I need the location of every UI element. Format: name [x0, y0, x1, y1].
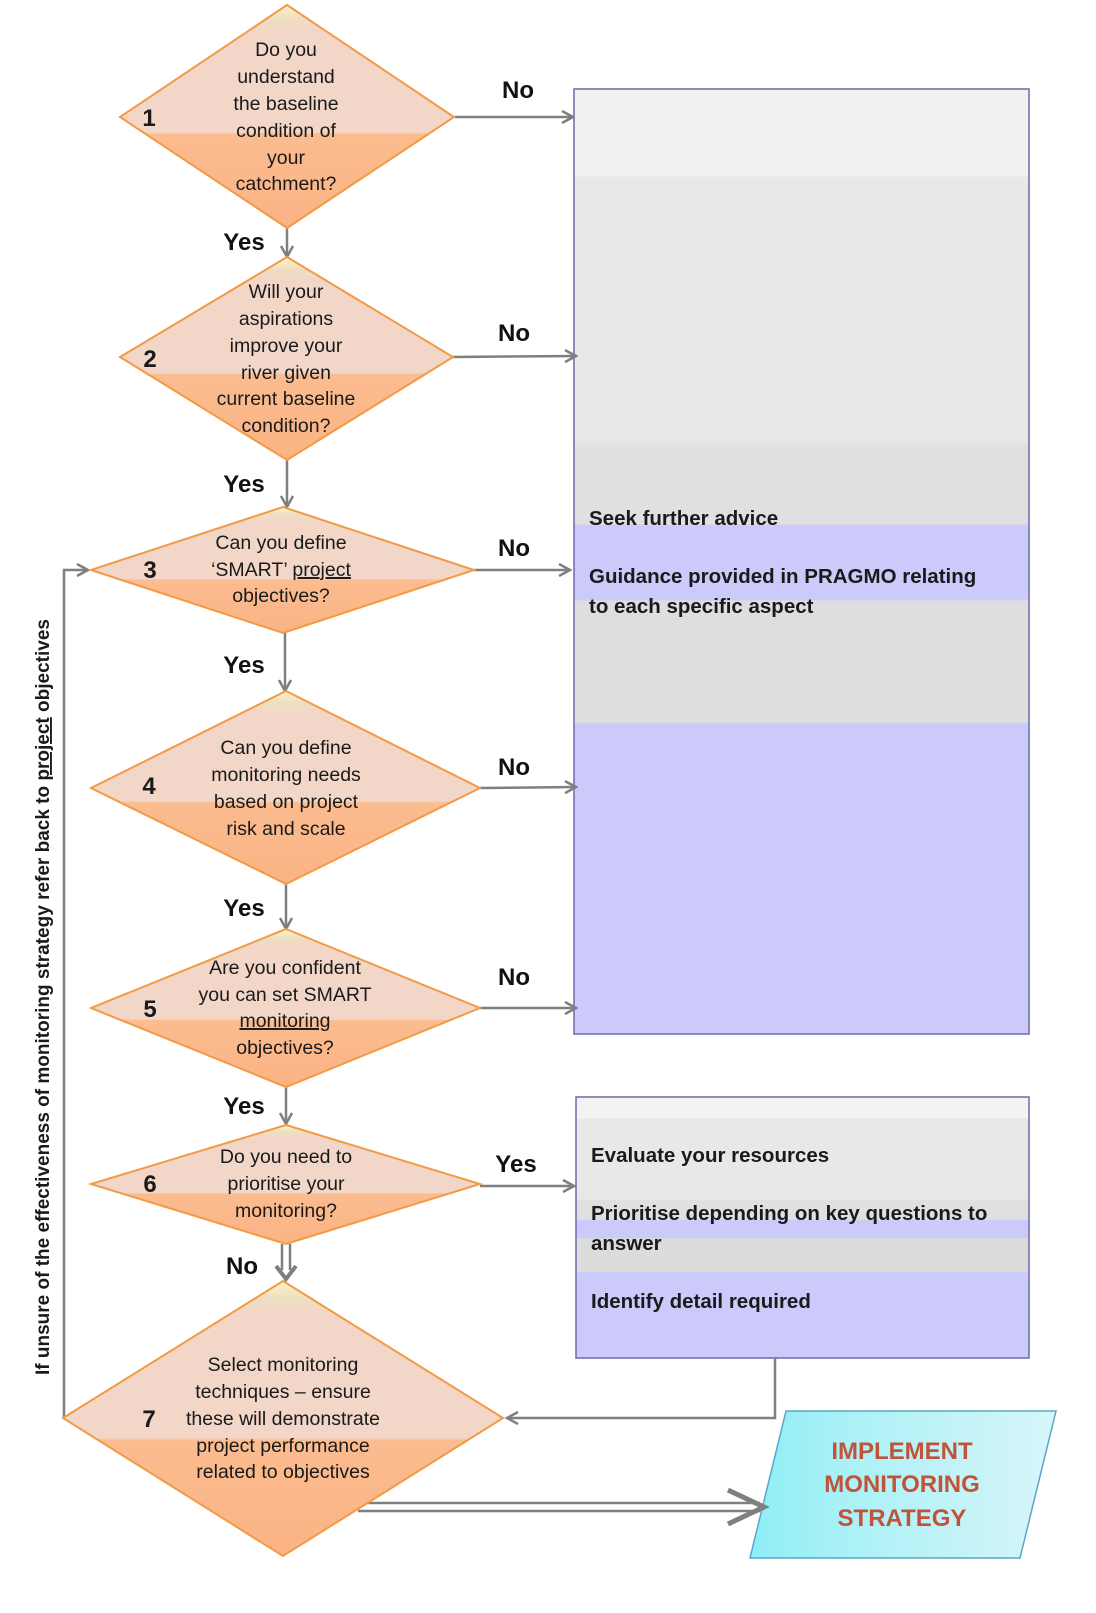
question-4-line-4: risk and scale — [226, 818, 345, 840]
smart-quote-text: ‘SMART’ — [211, 559, 292, 581]
question-5-number: 5 — [143, 996, 156, 1023]
question-2-line-2: aspirations — [239, 308, 334, 330]
question-3-line-2: ‘SMART’ project — [211, 559, 351, 581]
project-underlined-text: project — [292, 559, 351, 581]
side-note: If unsure of the effectiveness of monito… — [33, 619, 54, 1375]
connector-4-advice — [479, 787, 576, 788]
question-1-line-5: your — [267, 147, 305, 169]
advice-guidance-text-1: Guidance provided in PRAGMO relating — [589, 565, 976, 588]
question-7-line-1: Select monitoring — [208, 1354, 359, 1376]
yes-label-2: Yes — [223, 471, 264, 498]
question-2-line-1: Will your — [249, 281, 324, 303]
question-2-line-6: condition? — [242, 415, 331, 437]
question-3-line-3: objectives? — [232, 585, 330, 607]
question-7-line-2: techniques – ensure — [195, 1381, 371, 1403]
question-2-line-4: river given — [241, 362, 331, 384]
prioritise-text-1: Prioritise depending on key questions to — [591, 1202, 987, 1225]
implement-text-3: STRATEGY — [838, 1505, 967, 1532]
question-5-line-4: objectives? — [236, 1037, 334, 1059]
no-label-2: No — [498, 320, 530, 347]
advice-seek-text: Seek further advice — [589, 507, 778, 530]
yes-label-1: Yes — [223, 229, 264, 256]
question-7-line-4: project performance — [196, 1435, 369, 1457]
no-label-6-down: No — [226, 1253, 258, 1280]
yes-label-6-right: Yes — [495, 1151, 536, 1178]
side-note-underlined: project — [33, 717, 54, 781]
question-7-line-5: related to objectives — [196, 1461, 370, 1483]
question-3-line-1: Can you define — [215, 532, 346, 554]
connector-2-advice — [452, 356, 576, 357]
advice-guidance-text-2: to each specific aspect — [589, 595, 814, 618]
question-7-number: 7 — [142, 1406, 155, 1433]
no-label-3: No — [498, 535, 530, 562]
question-1-diamond — [118, 3, 456, 230]
connector-loop-7-3 — [62, 570, 88, 1418]
question-5-diamond — [88, 927, 483, 1089]
implement-text-1: IMPLEMENT — [831, 1438, 973, 1465]
question-5-line-3: monitoring — [239, 1010, 330, 1032]
implement-text-2: MONITORING — [824, 1471, 980, 1498]
identify-detail-text: Identify detail required — [591, 1290, 811, 1313]
no-label-5: No — [498, 964, 530, 991]
question-2-line-5: current baseline — [217, 388, 356, 410]
no-label-1: No — [502, 77, 534, 104]
advice-box — [573, 88, 1030, 1035]
question-3-number: 3 — [143, 557, 156, 584]
question-6-line-3: monitoring? — [235, 1200, 337, 1222]
question-5-line-1: Are you confident — [209, 957, 361, 979]
question-1-number: 1 — [142, 105, 155, 132]
question-2-line-3: improve your — [230, 335, 343, 357]
question-6-line-1: Do you need to — [220, 1146, 352, 1168]
question-4-line-2: monitoring needs — [211, 764, 361, 786]
question-4-number: 4 — [142, 773, 156, 800]
question-6-diamond — [87, 1123, 484, 1246]
question-6-line-2: prioritise your — [227, 1173, 345, 1195]
question-2-diamond — [118, 255, 455, 462]
question-4-line-1: Can you define — [220, 737, 351, 759]
question-1-line-1: Do you — [255, 39, 317, 61]
prioritise-text-2: answer — [591, 1232, 662, 1255]
connector-7-implement-head — [726, 1487, 770, 1527]
yes-label-5: Yes — [223, 1093, 264, 1120]
connector-prioritise-7 — [507, 1358, 777, 1418]
question-1-line-6: catchment? — [236, 173, 337, 195]
question-2-number: 2 — [143, 346, 156, 373]
yes-label-3: Yes — [223, 652, 264, 679]
question-1-line-3: the baseline — [233, 93, 338, 115]
no-label-4: No — [498, 754, 530, 781]
question-1-line-4: condition of — [236, 120, 336, 142]
question-7-line-3: these will demonstrate — [186, 1408, 380, 1430]
connector-6-7-head — [274, 1264, 298, 1283]
yes-label-4: Yes — [223, 895, 264, 922]
side-note-pre: If unsure of the effectiveness of monito… — [33, 781, 54, 1375]
question-3-diamond — [87, 505, 478, 635]
question-4-diamond — [88, 689, 483, 886]
evaluate-resources-text: Evaluate your resources — [591, 1144, 829, 1167]
question-7-diamond — [61, 1279, 505, 1558]
side-note-post: objectives — [33, 619, 54, 717]
question-1-line-2: understand — [237, 66, 335, 88]
question-6-number: 6 — [143, 1171, 156, 1198]
question-4-line-3: based on project — [214, 791, 359, 813]
question-5-line-2: you can set SMART — [198, 984, 371, 1006]
prioritise-box — [575, 1096, 1030, 1359]
